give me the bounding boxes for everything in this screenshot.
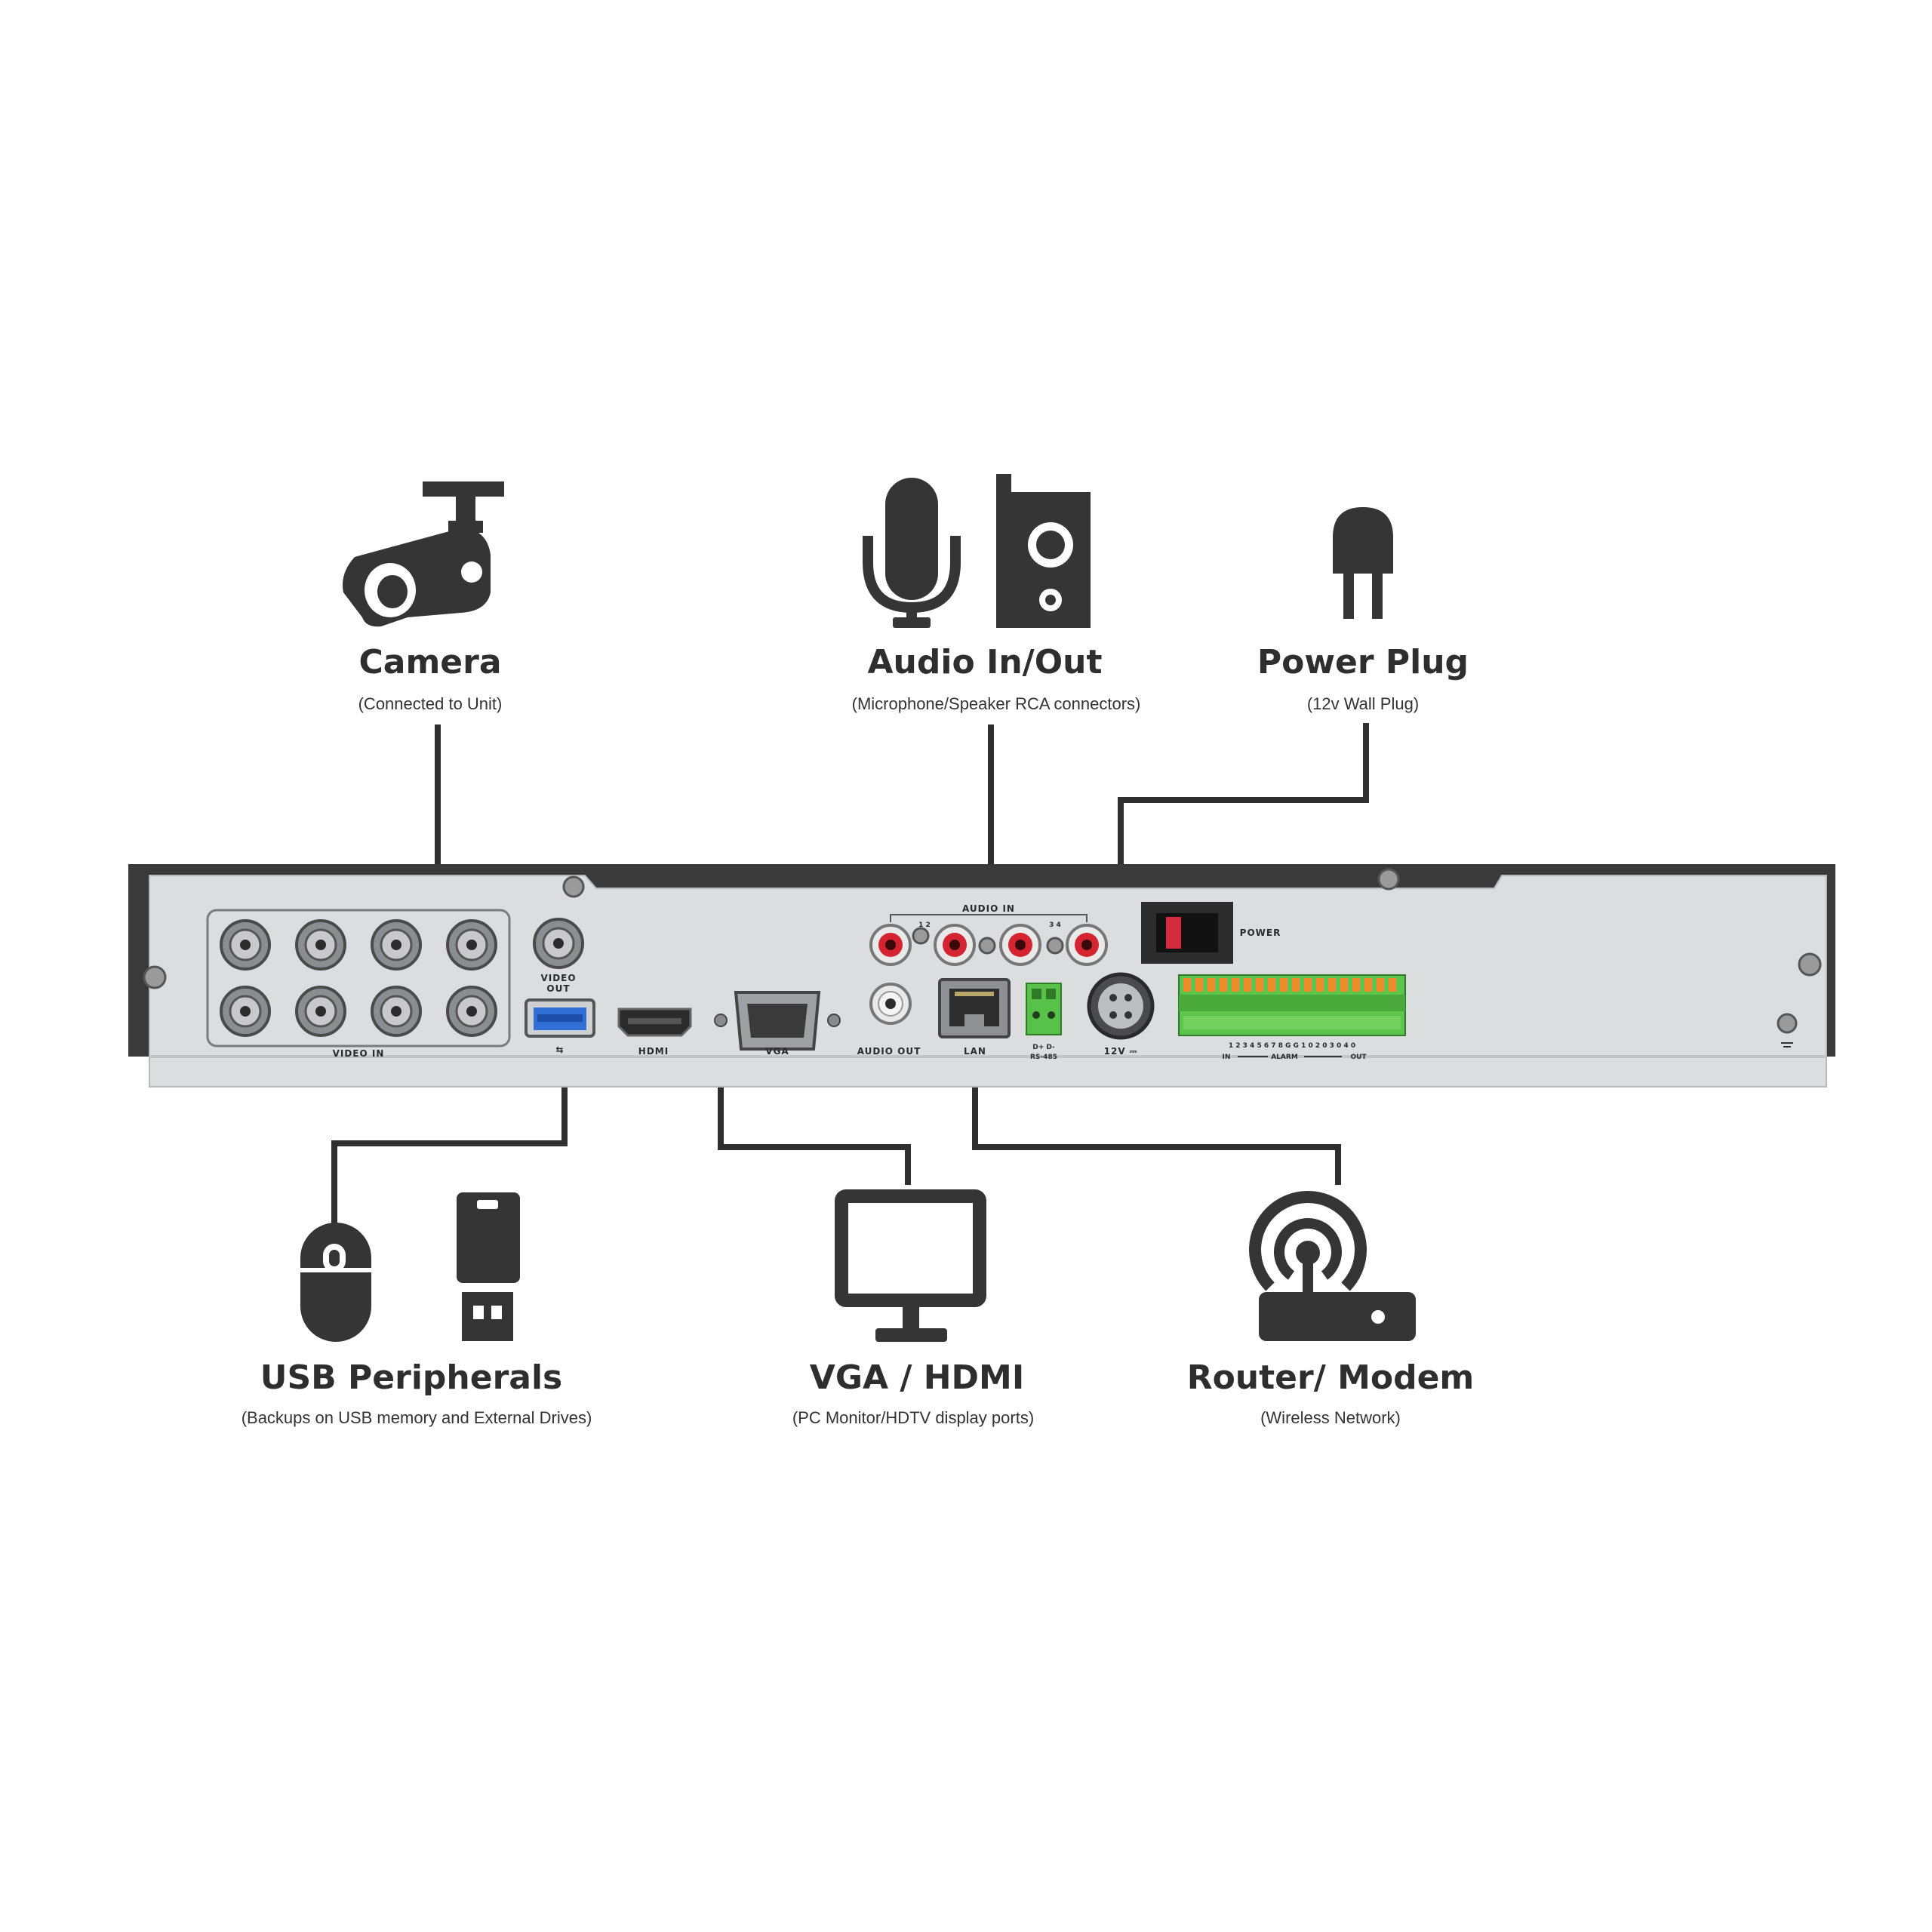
alarm-numbers-label: 1 2 3 4 5 6 7 8 G G 1 0 2 0 3 0 4 0: [1229, 1042, 1355, 1050]
rca-audio-out-jack[interactable]: [869, 983, 912, 1025]
vga-port[interactable]: [714, 991, 841, 1051]
usb-title: USB Peripherals: [260, 1358, 562, 1397]
bnc-connector[interactable]: [295, 919, 346, 971]
audio-out-label: AUDIO OUT: [857, 1046, 921, 1057]
bnc-connector[interactable]: [446, 919, 497, 971]
power-title: Power Plug: [1257, 643, 1469, 681]
audio-subtitle: (Microphone/Speaker RCA connectors): [852, 694, 1141, 713]
dc-power-input[interactable]: [1087, 972, 1155, 1040]
usb-subtitle: (Backups on USB memory and External Driv…: [242, 1408, 592, 1427]
camera-title: Camera: [358, 643, 501, 681]
power-switch-label: POWER: [1240, 928, 1281, 938]
usb-symbol-label: ⇆: [555, 1044, 564, 1055]
router-connector-line: [972, 1072, 1341, 1185]
video-in-bracket: [206, 909, 511, 1048]
vga-label: VGA: [765, 1046, 789, 1057]
display-connector-line: [718, 1072, 911, 1185]
rs485-pins-label: D+ D-: [1032, 1044, 1055, 1051]
bnc-video-in-connectors[interactable]: [220, 919, 497, 1037]
audio-pair-label-2: 3 4: [1049, 921, 1061, 929]
video-in-label: VIDEO IN: [333, 1048, 385, 1059]
mouse-icon: [300, 1223, 371, 1342]
bnc-video-out-connector[interactable]: [533, 918, 584, 969]
rca-jack[interactable]: [999, 924, 1041, 966]
connector-lines: [331, 723, 1369, 1238]
hdmi-port[interactable]: [617, 1008, 692, 1037]
rs485-terminal[interactable]: [1026, 983, 1062, 1035]
rs485-label: RS-485: [1030, 1054, 1057, 1061]
bnc-connector[interactable]: [220, 919, 271, 971]
rca-audio-in-jacks[interactable]: [869, 924, 1108, 966]
bnc-connector[interactable]: [295, 986, 346, 1037]
ground-terminal-icon: [1777, 1013, 1798, 1048]
bnc-connector[interactable]: [446, 986, 497, 1037]
usb-port[interactable]: [525, 998, 595, 1038]
audio-in-label: AUDIO IN: [962, 903, 1015, 914]
monitor-icon: [835, 1189, 986, 1342]
power-switch[interactable]: [1141, 902, 1233, 964]
microphone-icon: [863, 478, 961, 628]
screw-icon: [143, 868, 1822, 989]
lan-port[interactable]: [938, 978, 1011, 1038]
router-subtitle: (Wireless Network): [1260, 1408, 1401, 1427]
security-camera-icon: [343, 481, 504, 627]
bnc-connector[interactable]: [371, 986, 422, 1037]
speaker-icon: [996, 474, 1091, 628]
rca-jack[interactable]: [934, 924, 976, 966]
power-in-label: 12V ⎓: [1104, 1046, 1138, 1057]
lan-label: LAN: [964, 1046, 986, 1057]
display-subtitle: (PC Monitor/HDTV display ports): [792, 1408, 1034, 1427]
router-icon: [1249, 1191, 1416, 1341]
dvr-rear-panel: VIDEO IN VIDEO OUT ⇆ HDMI VGA: [128, 864, 1835, 1088]
router-title: Router/ Modem: [1187, 1358, 1475, 1397]
bnc-connector[interactable]: [371, 919, 422, 971]
audio-title: Audio In/Out: [867, 643, 1102, 681]
hdmi-label: HDMI: [638, 1046, 669, 1057]
camera-subtitle: (Connected to Unit): [358, 694, 503, 713]
rca-jack[interactable]: [1066, 924, 1108, 966]
alarm-out-label: OUT: [1350, 1054, 1367, 1061]
video-out-label-2: OUT: [546, 983, 570, 994]
display-title: VGA / HDMI: [810, 1358, 1024, 1397]
usb-stick-icon: [457, 1192, 520, 1341]
alarm-terminal-block[interactable]: [1178, 974, 1406, 1036]
power-subtitle: (12v Wall Plug): [1307, 694, 1419, 713]
audio-pair-label-1: 1 2: [918, 921, 931, 929]
alarm-in-label: IN: [1223, 1054, 1231, 1061]
video-out-label-1: VIDEO: [540, 973, 576, 983]
alarm-label: ALARM: [1271, 1054, 1298, 1061]
bnc-connector[interactable]: [220, 986, 271, 1037]
rca-jack[interactable]: [869, 924, 912, 966]
power-plug-icon: [1333, 507, 1393, 619]
usb-connector-line: [331, 1053, 568, 1238]
